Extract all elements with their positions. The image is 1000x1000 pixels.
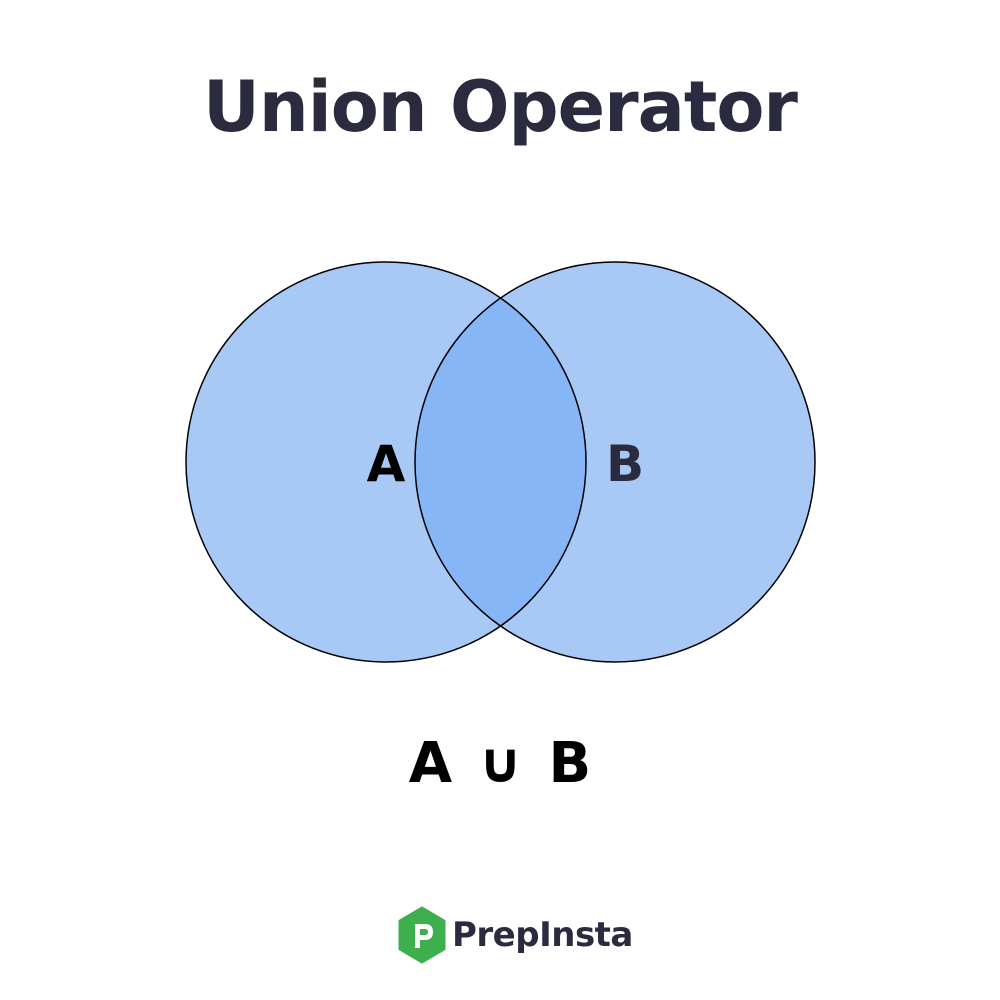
brand-name: PrepInsta <box>452 915 633 955</box>
prepinsta-logo-icon <box>398 906 446 964</box>
union-expression: A ∪ B <box>408 731 592 796</box>
set-a-label: A <box>367 435 406 493</box>
intersection-region <box>415 262 586 662</box>
page-title: Union Operator <box>203 66 798 148</box>
set-b-label: B <box>606 435 644 493</box>
set-b-outline <box>414 261 816 663</box>
brand-footer: PrepInsta <box>398 906 633 964</box>
set-a-outline <box>185 261 587 663</box>
